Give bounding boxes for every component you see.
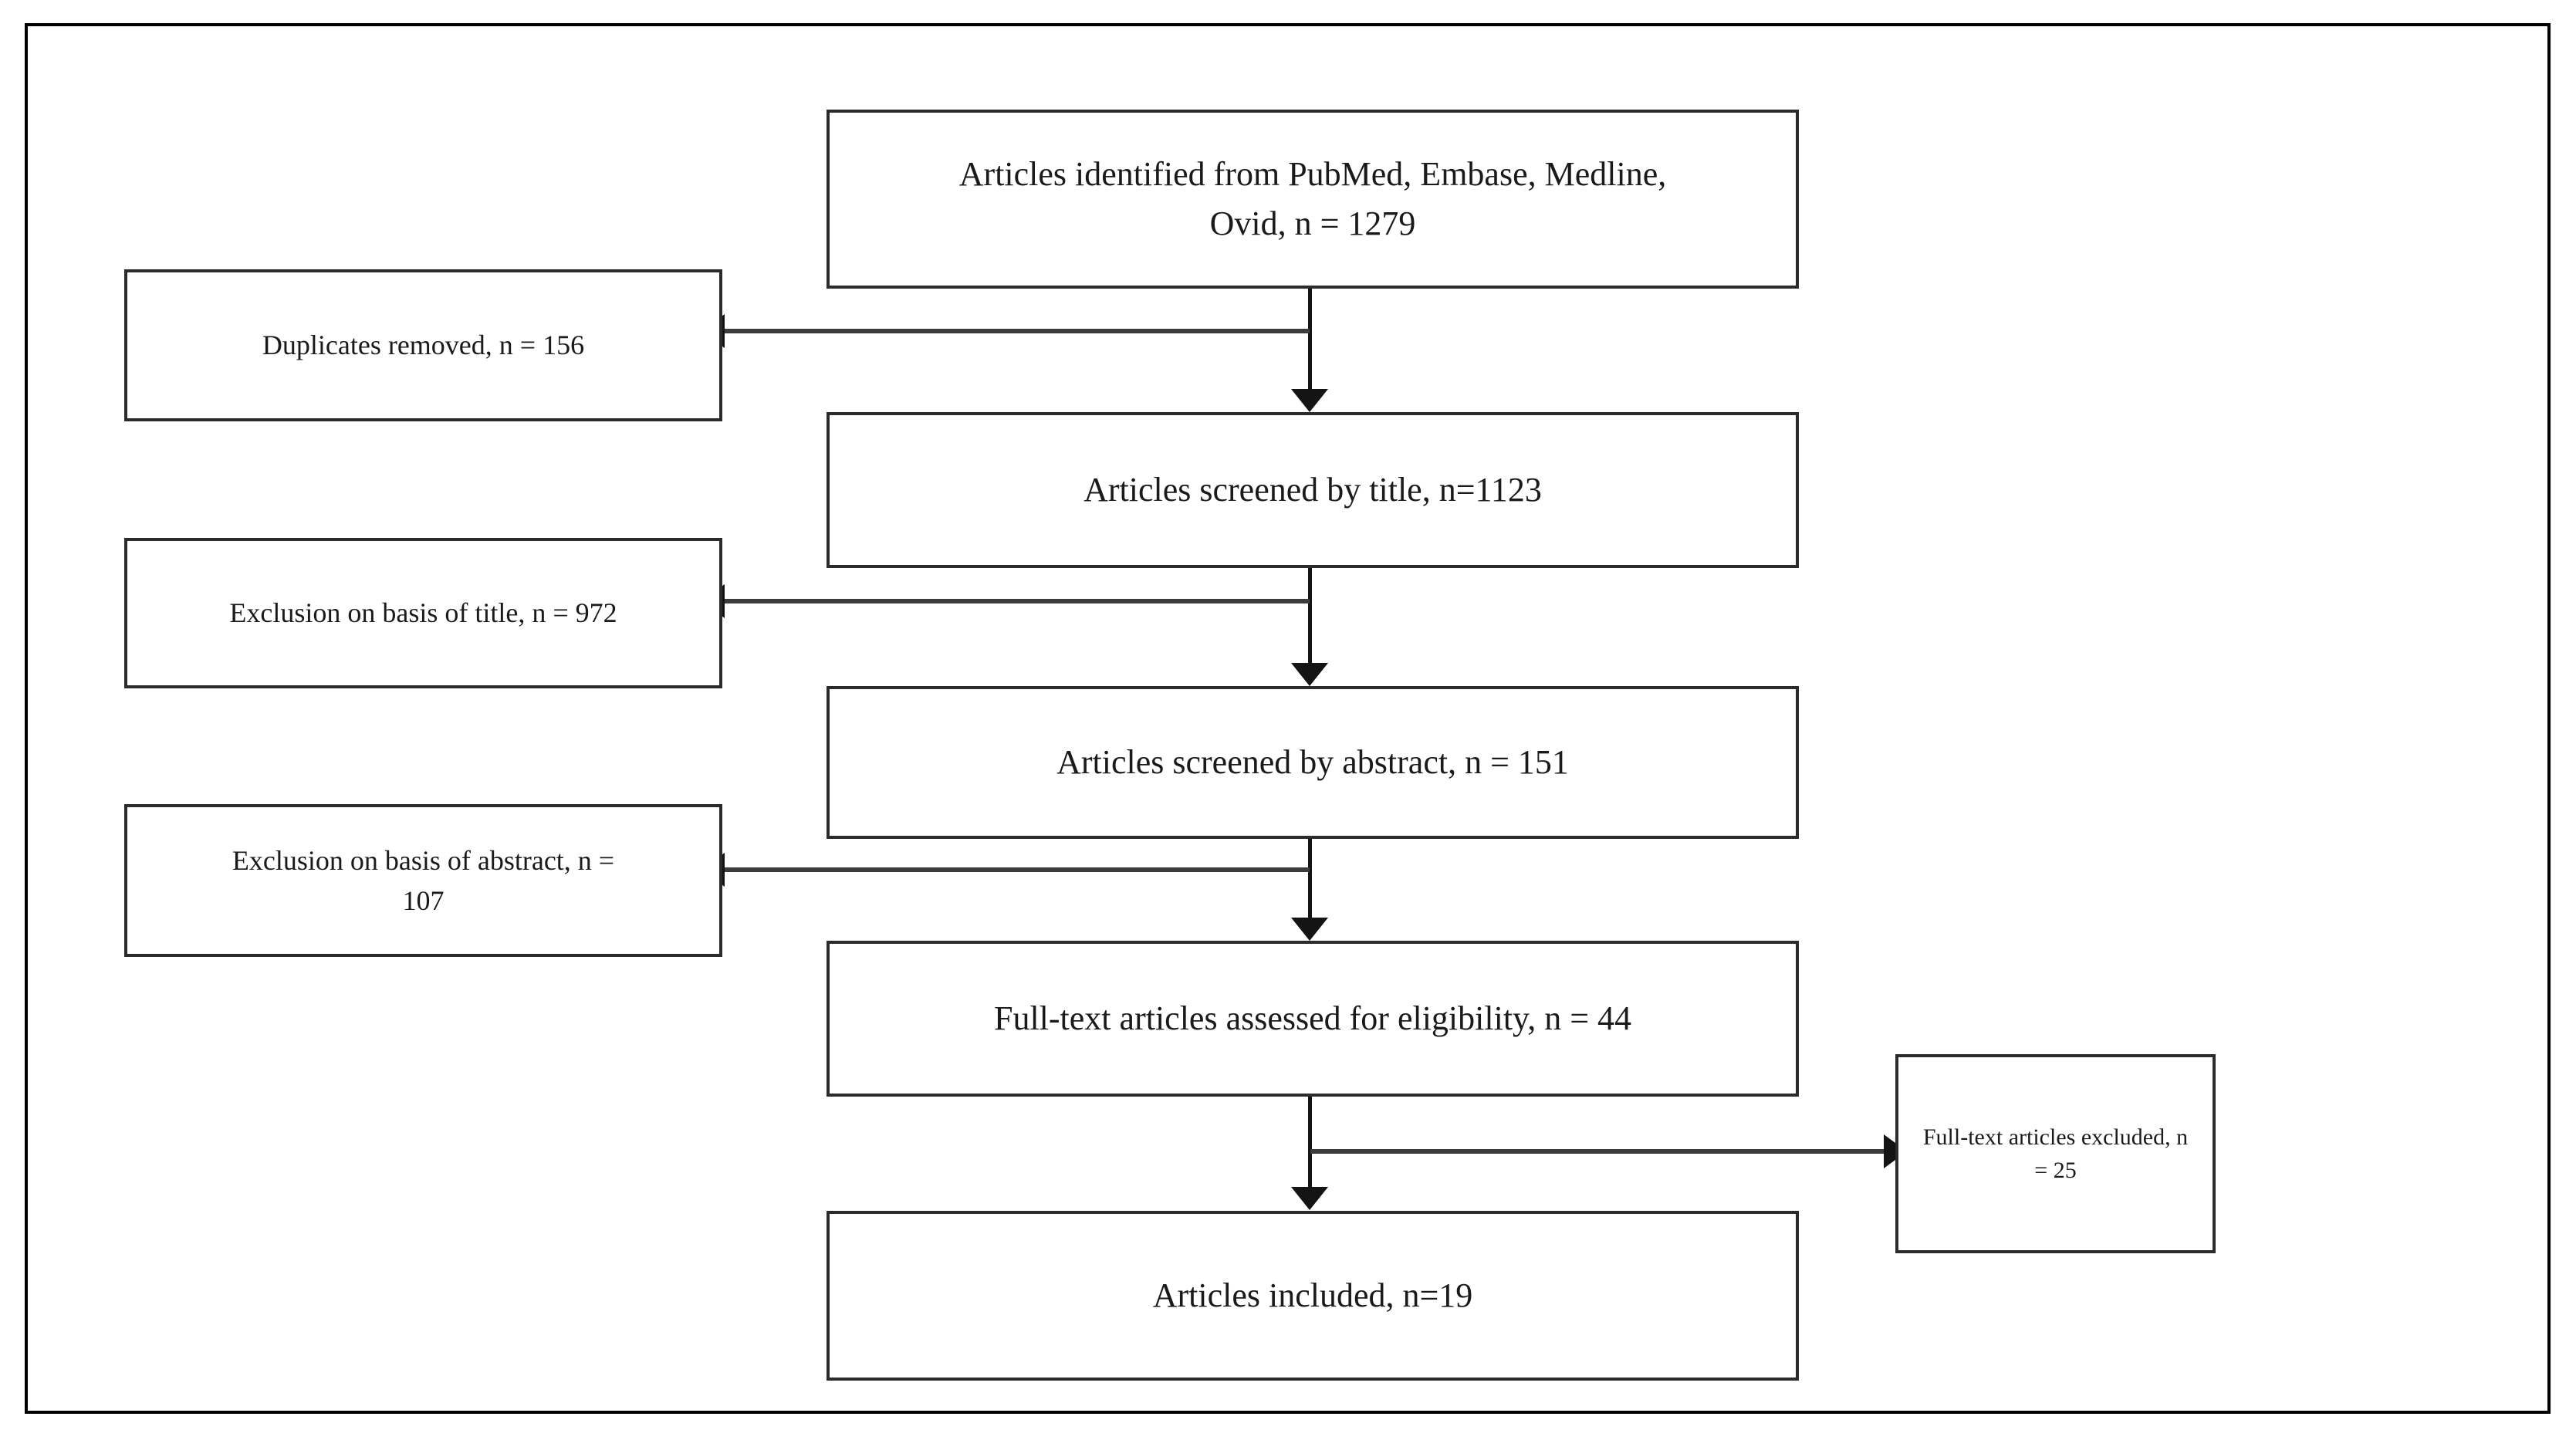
box-articles-screened-by-abstract: Articles screened by abstract, n = 151 (827, 686, 1799, 839)
box-articles-screened-by-abstract-label: Articles screened by abstract, n = 151 (1056, 743, 1569, 782)
connector-identified-to-screened-title (1308, 289, 1312, 393)
box-articles-screened-by-title-label: Articles screened by title, n=1123 (1083, 471, 1542, 509)
connector-fulltext-to-included (1308, 1097, 1312, 1189)
box-exclusion-basis-of-title: Exclusion on basis of title, n = 972 (124, 538, 722, 688)
box-articles-included: Articles included, n=19 (827, 1211, 1799, 1381)
box-exclusion-basis-of-abstract-label: Exclusion on basis of abstract, n = 107 (232, 844, 615, 916)
box-exclusion-basis-of-title-label: Exclusion on basis of title, n = 972 (229, 597, 617, 629)
box-articles-identified-label: Articles identified from PubMed, Embase,… (958, 155, 1667, 242)
connector-screened-title-to-screened-abstract (1308, 568, 1312, 665)
arrowhead-down-to-fulltext (1291, 918, 1328, 941)
connector-branch-to-excluded-abstract (725, 867, 1310, 872)
box-articles-included-label: Articles included, n=19 (1152, 1276, 1473, 1315)
box-fulltext-articles-excluded-label: Full-text articles excluded, n = 25 (1922, 1124, 2189, 1184)
box-articles-identified: Articles identified from PubMed, Embase,… (827, 110, 1799, 289)
arrowhead-down-to-screened-title (1291, 389, 1328, 412)
box-duplicates-removed-label: Duplicates removed, n = 156 (262, 330, 585, 361)
box-fulltext-assessed-for-eligibility: Full-text articles assessed for eligibil… (827, 941, 1799, 1097)
connector-branch-to-duplicates-removed (725, 329, 1310, 333)
box-fulltext-assessed-for-eligibility-label: Full-text articles assessed for eligibil… (993, 999, 1632, 1038)
connector-branch-to-fulltext-excluded (1310, 1149, 1897, 1154)
arrowhead-down-to-screened-abstract (1291, 663, 1328, 686)
box-duplicates-removed: Duplicates removed, n = 156 (124, 269, 722, 421)
connector-branch-to-excluded-title (725, 599, 1310, 603)
box-fulltext-articles-excluded: Full-text articles excluded, n = 25 (1895, 1054, 2216, 1253)
box-exclusion-basis-of-abstract: Exclusion on basis of abstract, n = 107 (124, 804, 722, 957)
figure-outer-frame: Articles identified from PubMed, Embase,… (25, 23, 2551, 1414)
connector-screened-abstract-to-fulltext (1308, 839, 1312, 919)
box-articles-screened-by-title: Articles screened by title, n=1123 (827, 412, 1799, 568)
arrowhead-down-to-included (1291, 1187, 1328, 1210)
